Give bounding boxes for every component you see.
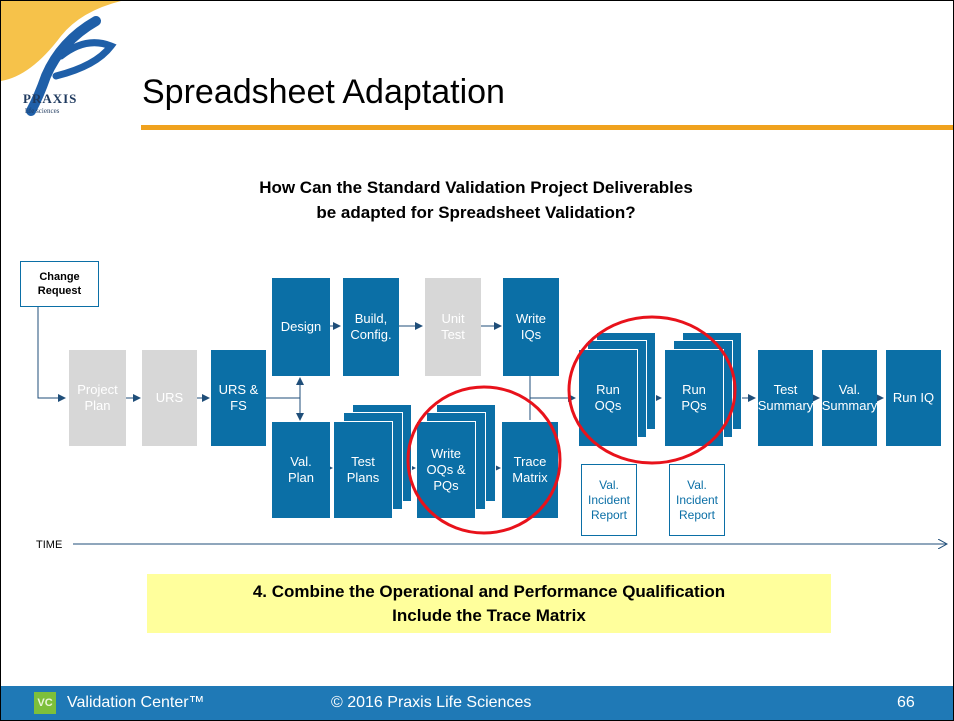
val-plan-box: Val.Plan (272, 422, 330, 518)
callout-line-2: Include the Trace Matrix (392, 606, 586, 625)
praxis-logo-swoosh (1, 1, 121, 116)
subtitle: How Can the Standard Validation Project … (151, 175, 801, 225)
footer-copyright: © 2016 Praxis Life Sciences (331, 694, 532, 711)
subtitle-line-2: be adapted for Spreadsheet Validation? (316, 203, 636, 222)
callout-box: 4. Combine the Operational and Performan… (147, 574, 831, 633)
highlight-ring-run-oqs-pqs (567, 315, 737, 465)
footer-product: Validation Center™ (67, 694, 205, 711)
vc-logo-icon: VC (34, 692, 56, 714)
page-title: Spreadsheet Adaptation (142, 73, 505, 111)
page-number: 66 (897, 694, 915, 711)
time-axis-label: TIME (36, 539, 63, 551)
build-config-box: Build,Config. (343, 278, 399, 376)
subtitle-line-1: How Can the Standard Validation Project … (259, 178, 693, 197)
footer-bar: VC Validation Center™ © 2016 Praxis Life… (1, 686, 953, 720)
callout-line-1: 4. Combine the Operational and Performan… (252, 582, 726, 601)
design-box: Design (272, 278, 330, 376)
logo-name: PRAXIS (23, 91, 78, 106)
highlight-ring-write-trace (406, 385, 562, 535)
urs-fs-box: URS &FS (211, 350, 266, 446)
run-iq-box: Run IQ (886, 350, 941, 446)
title-rule (141, 125, 953, 130)
val-summary-box: Val.Summary (822, 350, 877, 446)
logo-tagline: life sciences (25, 107, 60, 115)
urs-box: URS (142, 350, 197, 446)
